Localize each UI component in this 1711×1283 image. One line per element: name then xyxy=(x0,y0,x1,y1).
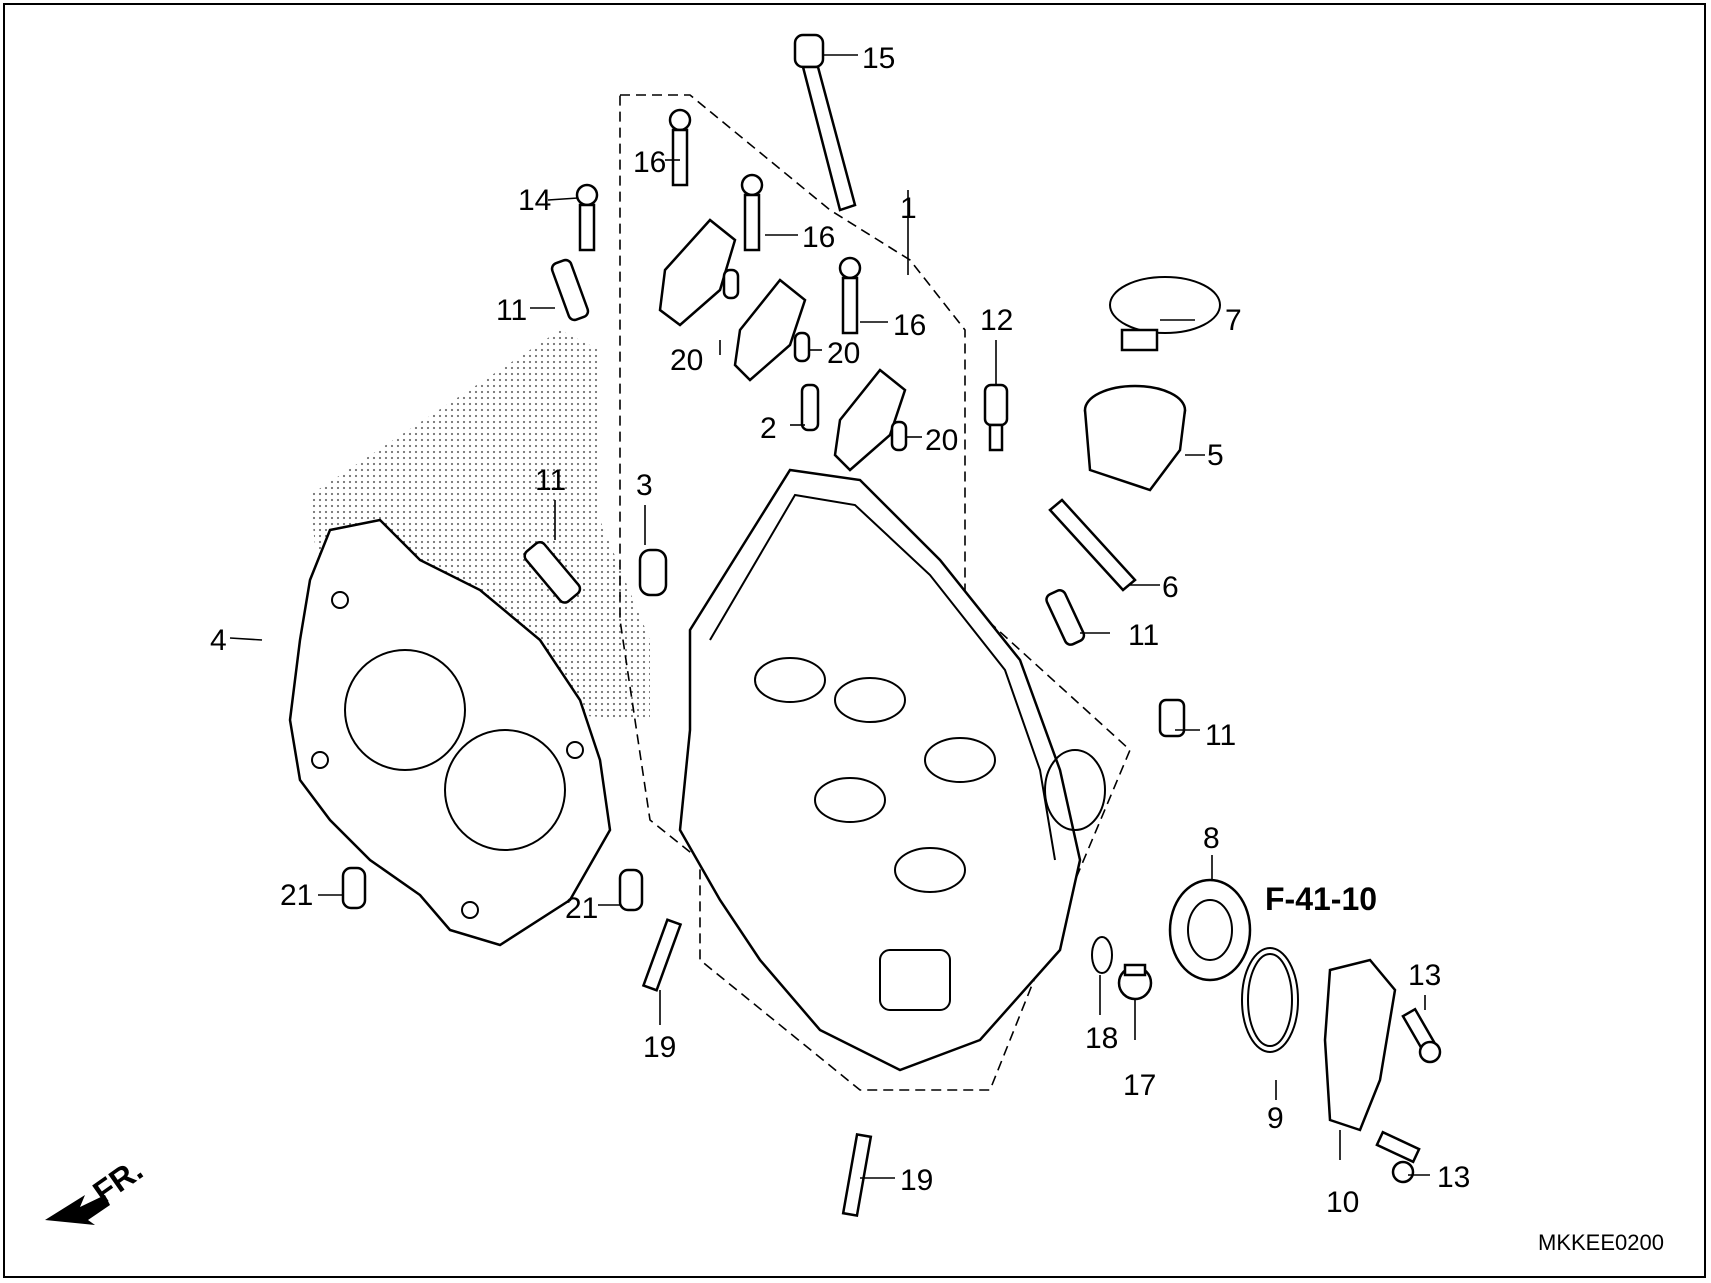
label-14: 14 xyxy=(518,184,551,217)
dowel-20-b xyxy=(793,331,811,363)
cylinder-head-gasket xyxy=(288,518,612,947)
label-20-a: 20 xyxy=(670,344,703,377)
label-19-a: 19 xyxy=(643,1031,676,1064)
label-11-b: 11 xyxy=(535,464,566,497)
sensor-11-b xyxy=(523,540,582,604)
washer-18 xyxy=(1091,936,1113,974)
o-ring xyxy=(1241,947,1299,1053)
label-18: 18 xyxy=(1085,1022,1118,1055)
label-11-a: 11 xyxy=(496,294,527,327)
label-4: 4 xyxy=(210,624,227,657)
leader-lines xyxy=(229,54,1430,1179)
label-16-c: 16 xyxy=(893,309,926,342)
bolt-16-c xyxy=(838,256,862,335)
bolt-13-a xyxy=(1401,1007,1442,1064)
bolt-15 xyxy=(793,33,857,212)
thermostat-housing xyxy=(1323,958,1397,1132)
stud-19-b xyxy=(841,1132,873,1218)
camshaft-holder-c xyxy=(833,368,907,472)
label-7: 7 xyxy=(1225,304,1242,337)
label-8: 8 xyxy=(1203,822,1220,855)
dowel-3 xyxy=(638,548,668,597)
label-21-a: 21 xyxy=(280,879,313,912)
label-21-b: 21 xyxy=(565,892,598,925)
diagram-code: MKKEE0200 xyxy=(1538,1230,1664,1255)
sensor-11-c xyxy=(1045,589,1086,646)
bolt-13-b xyxy=(1375,1130,1421,1184)
dowel-pin-right xyxy=(618,868,644,912)
label-20-c: 20 xyxy=(925,424,958,457)
label-11-d: 11 xyxy=(1205,719,1236,752)
pipe-6 xyxy=(1048,498,1137,592)
front-arrow-icon xyxy=(45,1195,110,1225)
sensor-11-a xyxy=(550,258,590,322)
label-1: 1 xyxy=(900,192,917,225)
sensor-12 xyxy=(983,383,1009,452)
reference-label: F-41-10 xyxy=(1265,881,1377,917)
band-clamp xyxy=(1109,276,1221,352)
label-13-b: 13 xyxy=(1437,1161,1470,1194)
insulator xyxy=(1083,384,1187,492)
label-6: 6 xyxy=(1162,571,1179,604)
plug-17 xyxy=(1117,963,1153,1001)
camshaft-holder-a xyxy=(658,218,737,327)
label-10: 10 xyxy=(1326,1186,1359,1219)
cylinder-head xyxy=(678,468,1106,1072)
bolt-16-a xyxy=(668,108,692,187)
label-13-a: 13 xyxy=(1408,959,1441,992)
dowel-pin-left xyxy=(341,866,367,910)
label-11-c: 11 xyxy=(1128,619,1159,652)
label-2: 2 xyxy=(760,412,777,445)
bolt-14 xyxy=(575,183,599,252)
camshaft-holder-b xyxy=(733,278,807,382)
label-16-a: 16 xyxy=(633,146,666,179)
label-5: 5 xyxy=(1207,439,1224,472)
dowel-2 xyxy=(800,383,820,432)
label-15: 15 xyxy=(862,42,895,75)
thermostat xyxy=(1168,878,1252,982)
dowel-20-a xyxy=(722,268,740,300)
bolt-16-b xyxy=(740,173,764,252)
label-12: 12 xyxy=(980,304,1013,337)
dowel-20-c xyxy=(890,420,908,452)
label-20-b: 20 xyxy=(827,337,860,370)
label-3: 3 xyxy=(636,469,653,502)
diagram-frame xyxy=(3,3,1706,1278)
stud-19-a xyxy=(641,918,683,992)
label-17: 17 xyxy=(1123,1069,1156,1102)
label-9: 9 xyxy=(1267,1102,1284,1135)
label-16-b: 16 xyxy=(802,221,835,254)
sensor-11-d xyxy=(1158,698,1186,738)
label-19-b: 19 xyxy=(900,1164,933,1197)
